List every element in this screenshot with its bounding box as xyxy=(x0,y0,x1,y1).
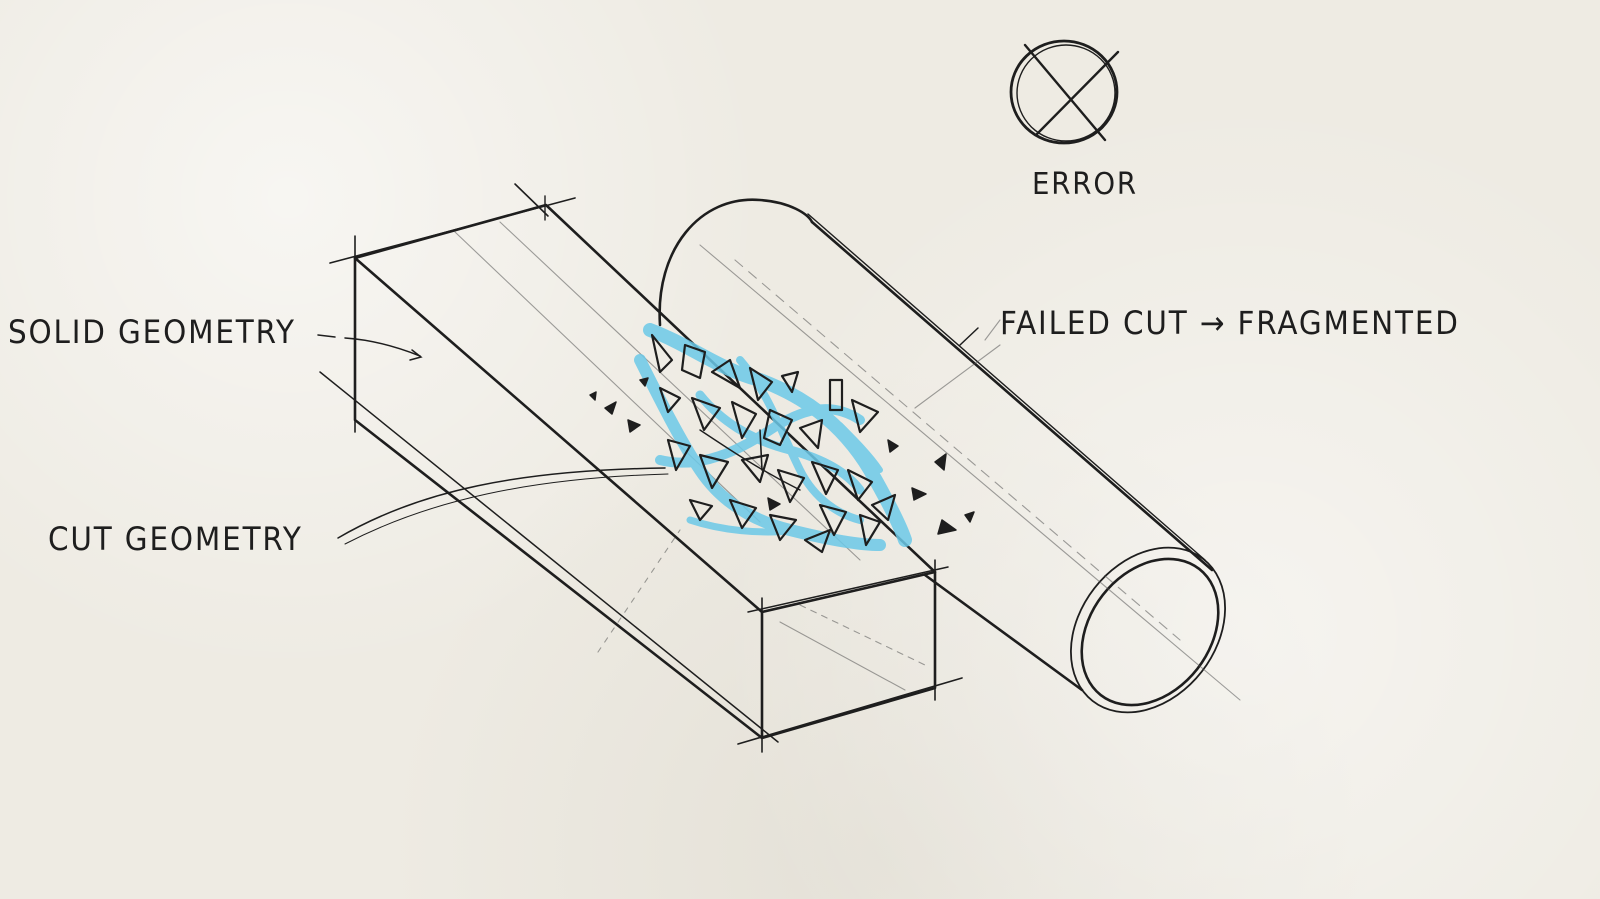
leader-lines xyxy=(317,327,979,545)
error-label: ERROR xyxy=(1032,167,1138,202)
failed-cut-label: FAILED CUT → FRAGMENTED xyxy=(1000,304,1460,342)
fragment-shards xyxy=(650,333,897,554)
cut-cylinder xyxy=(658,198,1226,714)
cylinder-construction-lines xyxy=(699,244,1241,701)
solid-geometry-label: SOLID GEOMETRY xyxy=(8,313,296,351)
fragment-highlight xyxy=(634,323,912,551)
error-circle-x-icon xyxy=(1009,39,1120,145)
cut-geometry-label: CUT GEOMETRY xyxy=(48,520,303,558)
flying-debris xyxy=(589,377,975,535)
